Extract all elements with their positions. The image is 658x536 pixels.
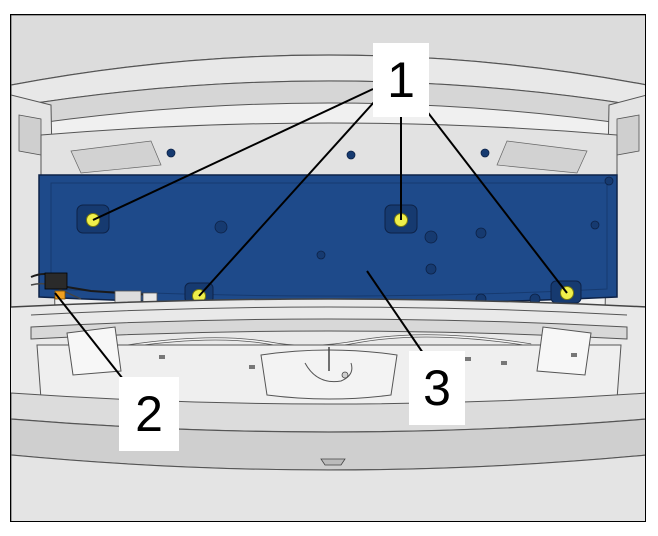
leader-lines-1: [92, 88, 568, 297]
leader-line-3: [366, 270, 424, 354]
callout-3-label: 3: [409, 351, 465, 425]
callout-1-label: 1: [373, 43, 429, 117]
callout-2-label: 2: [119, 377, 179, 451]
trunk-lid-illustration: [11, 15, 645, 521]
diagram-frame: 1 2 3: [10, 14, 646, 522]
leader-line-2: [54, 292, 124, 380]
